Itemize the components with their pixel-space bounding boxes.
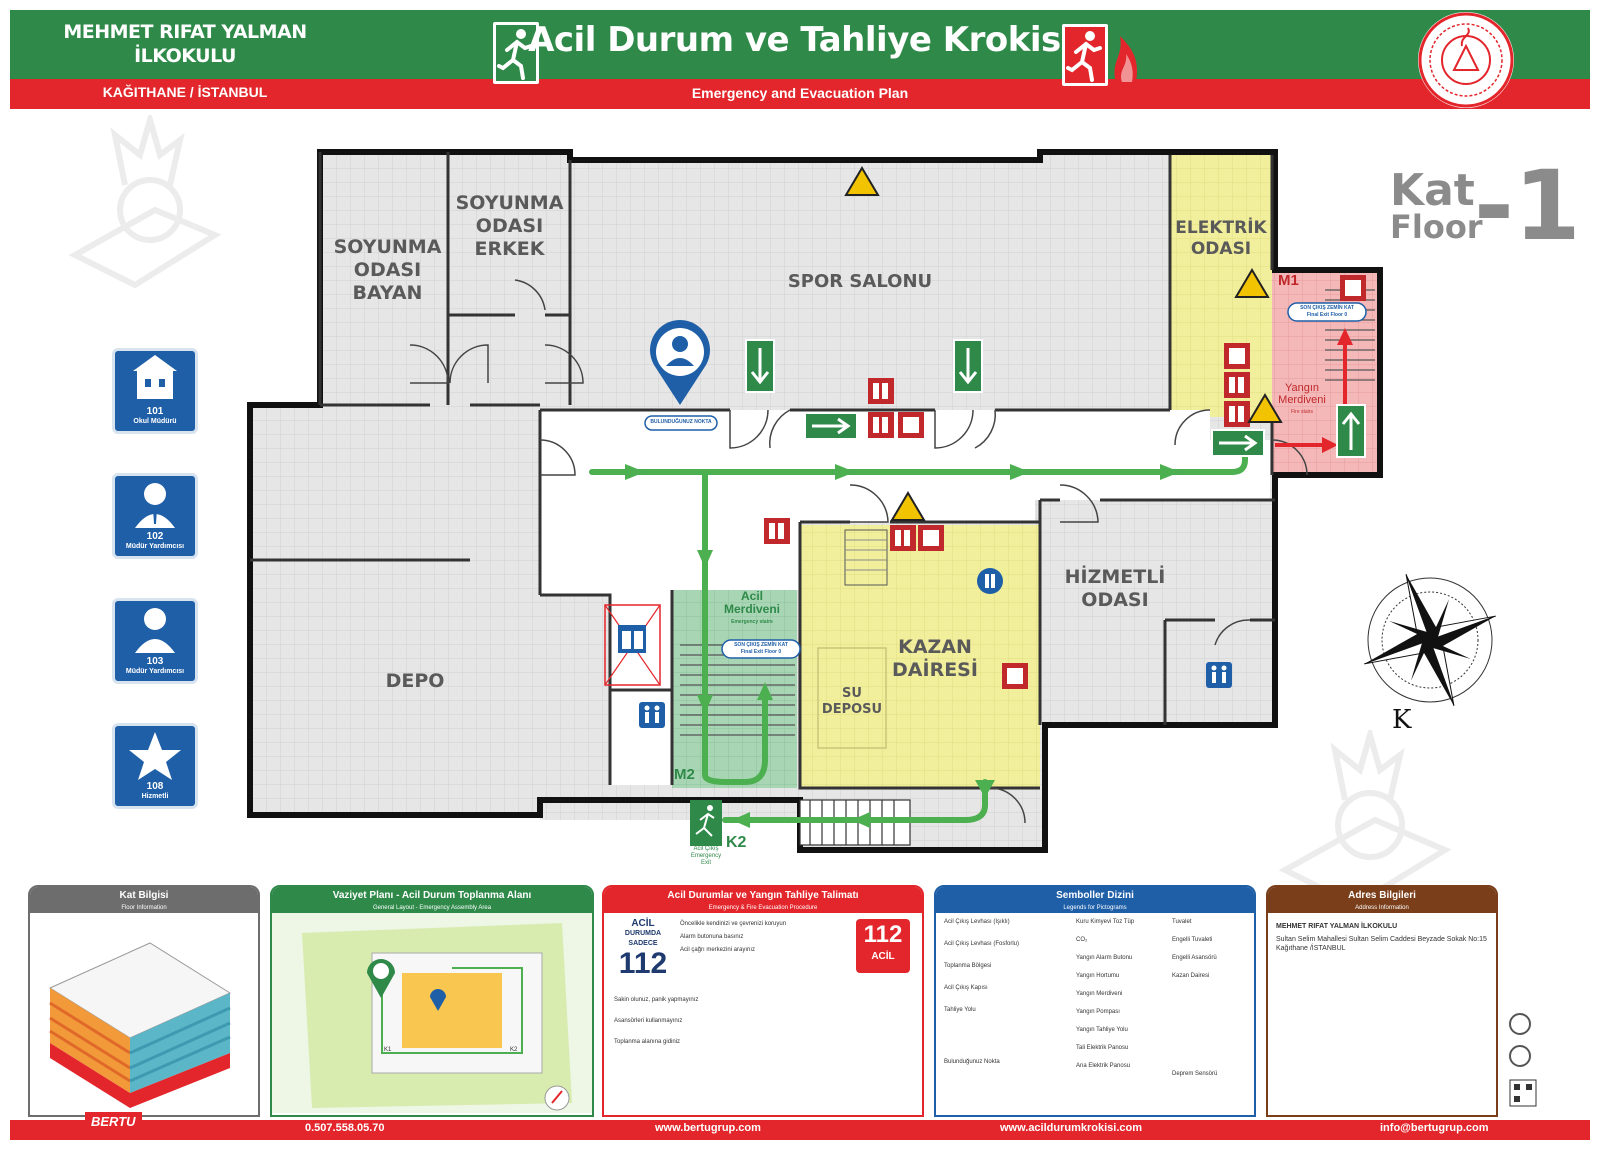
floor-number: -1	[1474, 150, 1581, 262]
walls	[247, 149, 1383, 853]
floor-label-floor: Floor	[1390, 208, 1483, 246]
fire-exit-right-icon	[1062, 24, 1138, 86]
final-exit-badge-2	[721, 639, 801, 659]
inner-walls	[250, 152, 1275, 790]
exit-sign-up-fire	[1336, 404, 1366, 458]
page-title: Acil Durum ve Tahliye Krokisi	[528, 20, 1072, 60]
exit-sign-k2	[690, 800, 722, 846]
floor-label-kat: Kat	[1390, 165, 1475, 216]
torch-watermark-left-icon	[68, 115, 222, 289]
panel-yangin-talimati: Acil Durumlar ve Yangın Tahliye Talimatı…	[602, 885, 924, 1117]
kazan-room-fill	[800, 525, 1040, 788]
footer-website-1[interactable]: www.bertugrup.com	[655, 1122, 761, 1134]
site-plan-map	[272, 913, 592, 1113]
fire-equipment-icons	[764, 275, 1366, 689]
school-location: KAĞITHANE / İSTANBUL	[102, 84, 268, 100]
site-k1-label: K1	[384, 1047, 392, 1053]
iso-certificate-icons	[1509, 1013, 1537, 1107]
person-icon	[135, 608, 175, 653]
compass-north-label: K	[1392, 705, 1412, 735]
exit-sign-down-1	[745, 339, 775, 393]
room-spor-salonu: SPOR SALONU	[787, 271, 933, 292]
person-suit-icon	[135, 483, 175, 528]
toilet-icons	[639, 568, 1232, 728]
footer-website-2[interactable]: www.acildurumkrokisi.com	[1000, 1122, 1143, 1134]
warning-triangle-icons	[844, 166, 1283, 521]
footer-brand: BERTU	[85, 1112, 142, 1131]
header-subbar	[10, 79, 1590, 109]
footer-phone: 0.507.558.05.70	[305, 1122, 385, 1134]
room-depo: DEPO	[385, 670, 445, 692]
112-badge: 112 ACİL	[856, 919, 910, 973]
address-text: Sultan Selim Mahallesi Sultan Selim Cadd…	[1276, 936, 1487, 952]
address-school-name: MEHMET RIFAT YALMAN İLKOKULU	[1276, 923, 1398, 930]
instruction-list-2: Sakin olunuz, panik yapmayınız Asansörle…	[614, 997, 699, 1045]
stairs-kazan	[844, 529, 888, 586]
page-subtitle: Emergency and Evacuation Plan	[691, 85, 909, 101]
header-bar	[10, 10, 1590, 79]
label-k2: K2	[726, 834, 747, 851]
emergency-stair-fill	[672, 590, 797, 788]
emergency-exit-left-icon	[493, 22, 539, 84]
school-name: MEHMET RIFAT YALMAN İLKOKULU	[63, 21, 307, 67]
footer-email[interactable]: info@bertugrup.com	[1380, 1122, 1489, 1134]
instruction-list: Öncelikle kendinizi ve çevrenizi koruyun…	[680, 921, 787, 953]
panel-vaziyet-header: Vaziyet Planı - Acil Durum Toplanma Alan…	[272, 887, 592, 913]
acil-112-block: ACİL DURUMDA SADECE 112	[618, 918, 668, 980]
ministry-seal-icon	[1418, 12, 1514, 108]
you-are-here-pin-icon	[644, 320, 718, 431]
site-k2-label: K2	[510, 1047, 518, 1053]
panel-vaziyet: Vaziyet Planı - Acil Durum Toplanma Alan…	[270, 885, 594, 1117]
evacuation-route	[589, 437, 1248, 823]
compass-icon	[1364, 574, 1496, 706]
footer-bar	[10, 1120, 1590, 1140]
label-m2: M2	[674, 766, 695, 783]
exit-sign-right-2	[1211, 429, 1265, 457]
elevator	[604, 604, 661, 686]
building-3d-icon	[48, 942, 232, 1108]
exit-sign-down-2	[953, 339, 983, 393]
panel-yangin-header: Acil Durumlar ve Yangın Tahliye Talimatı…	[604, 887, 922, 913]
you-are-here-label: BULUNDUĞUNUZ NOKTA	[650, 419, 712, 425]
legend-col-3: Tuvalet Engelli Tuvaleti Engelli Asansör…	[1172, 919, 1218, 1077]
school-building-icon	[133, 355, 177, 399]
legend-col-2: Kuru Kimyevi Toz Tüp CO₂ Yangın Alarm Bu…	[1076, 919, 1135, 1069]
legend-col-1: Acil Çıkış Levhası (Işıklı) Acil Çıkış L…	[944, 919, 1020, 1065]
doors	[409, 279, 1308, 824]
star-icon	[129, 732, 181, 780]
exit-sign-right-1	[804, 412, 858, 440]
route-arrows	[625, 464, 1180, 828]
final-exit-badge-1	[1287, 302, 1367, 322]
stairs-emergency	[680, 644, 795, 736]
water-tank-box	[817, 647, 887, 749]
label-m1: M1	[1278, 272, 1299, 289]
